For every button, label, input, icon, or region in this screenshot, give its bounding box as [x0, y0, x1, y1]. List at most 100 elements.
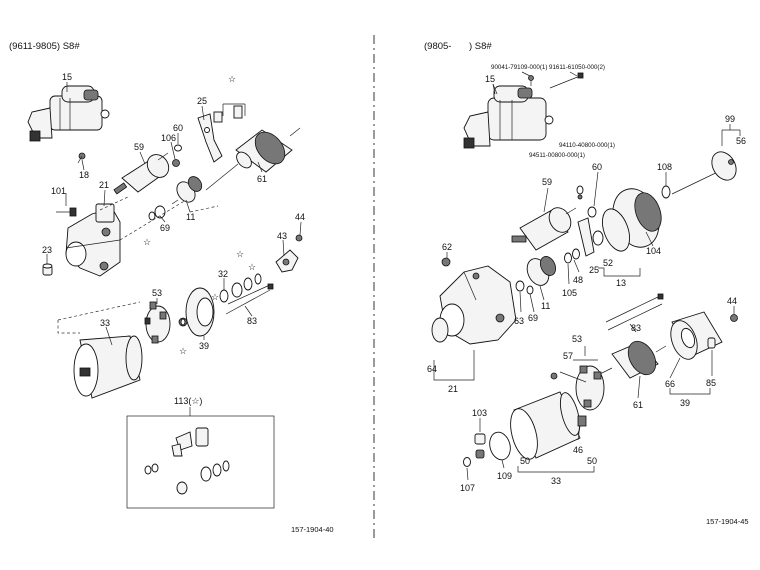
- label-44: 44: [295, 212, 305, 222]
- label-99: 99: [725, 114, 735, 124]
- screw-44: [295, 234, 303, 242]
- star-mark: ☆: [211, 292, 219, 302]
- label-32: 32: [218, 269, 228, 279]
- label-25: 25: [589, 265, 599, 275]
- part-number-4: 94511-00800-000(1): [529, 152, 585, 159]
- left-figure-code: 157-1904-40: [291, 525, 334, 534]
- right-header-end: ) S8#: [469, 41, 492, 52]
- label-64: 64: [427, 364, 437, 374]
- ring-63-69: [515, 280, 534, 295]
- long-bolt-upper: [549, 72, 584, 89]
- part-number-3: 94110-40800-000(1): [559, 142, 615, 149]
- screw-44: [730, 314, 738, 322]
- label-83: 83: [247, 316, 257, 326]
- label-63: 63: [514, 316, 524, 326]
- star-mark: ☆: [248, 262, 256, 272]
- brush-holder-53: [144, 301, 171, 344]
- label-60: 60: [173, 123, 183, 133]
- drive-housing-21: [65, 203, 121, 277]
- right-header-start: (9805-: [424, 41, 451, 52]
- label-59: 59: [542, 177, 552, 187]
- label-53: 53: [572, 334, 582, 344]
- label-106: 106: [161, 133, 176, 143]
- label-48: 48: [573, 275, 583, 285]
- part-number-2: 91611-61050-000(2): [549, 64, 605, 71]
- drive-housing-21: [431, 265, 517, 345]
- solenoid-59: [511, 207, 577, 251]
- label-46: 46: [573, 445, 583, 455]
- end-frame-39: [178, 287, 215, 337]
- label-50: 50: [587, 456, 597, 466]
- label-57: 57: [563, 351, 573, 361]
- label-15: 15: [62, 72, 72, 82]
- label-21: 21: [99, 180, 109, 190]
- label-109: 109: [497, 471, 512, 481]
- label-69: 69: [528, 313, 538, 323]
- bolt-18: [77, 152, 86, 164]
- label-39: 39: [680, 398, 690, 408]
- label-59: 59: [134, 142, 144, 152]
- gear-103: [474, 433, 486, 459]
- star-mark: ☆: [228, 74, 236, 84]
- nut-106: [172, 159, 180, 167]
- lever-25: [577, 217, 604, 257]
- label-50: 50: [520, 456, 530, 466]
- label-53: 53: [152, 288, 162, 298]
- shaft-99: [671, 151, 737, 195]
- washer-108: [661, 185, 671, 199]
- label-52: 52: [603, 258, 613, 268]
- washers-32: [219, 273, 262, 303]
- label-101: 101: [51, 186, 66, 196]
- label-39: 39: [199, 341, 209, 351]
- label-11: 11: [541, 301, 550, 311]
- part-number-1: 90041-79109-000(1): [491, 64, 547, 71]
- label-66: 66: [665, 379, 675, 389]
- label-33: 33: [100, 318, 110, 328]
- brush-holder-53: [550, 365, 605, 411]
- washers-48-105: [564, 248, 580, 264]
- washer-60: [576, 185, 597, 218]
- washer-107: [463, 457, 471, 467]
- yoke-33: [510, 391, 587, 460]
- bushing-23: [42, 263, 53, 276]
- left-panel: (9611-9805) S8#: [9, 41, 334, 534]
- starter-assembly-15: [463, 85, 554, 149]
- starter-assembly-15: [27, 85, 110, 142]
- housing-104: [601, 188, 662, 252]
- yoke-33: [73, 335, 143, 399]
- left-header: (9611-9805) S8#: [9, 41, 80, 52]
- label-43: 43: [277, 231, 287, 241]
- label-21: 21: [448, 384, 458, 394]
- through-bolts-83: [605, 293, 664, 331]
- label-11: 11: [186, 212, 195, 222]
- washer-60: [174, 144, 182, 152]
- right-figure-code: 157-1904-45: [706, 517, 749, 526]
- kit-label: 113(☆): [174, 396, 202, 406]
- label-15: 15: [485, 74, 495, 84]
- label-44: 44: [727, 296, 737, 306]
- clutch-11: [526, 256, 557, 286]
- label-23: 23: [42, 245, 52, 255]
- label-103: 103: [472, 408, 487, 418]
- label-25: 25: [197, 96, 207, 106]
- label-83: 83: [631, 323, 641, 333]
- label-69: 69: [160, 223, 170, 233]
- label-61: 61: [633, 400, 643, 410]
- star-mark: ☆: [179, 346, 187, 356]
- through-bolts-83: [225, 283, 274, 315]
- label-60: 60: [592, 162, 602, 172]
- label-62: 62: [442, 242, 452, 252]
- end-cap-43: [275, 249, 299, 273]
- armature-61: [205, 127, 301, 191]
- star-mark: ☆: [143, 237, 151, 247]
- label-61: 61: [257, 174, 267, 184]
- kit-box-113: [126, 415, 275, 509]
- label-33: 33: [551, 476, 561, 486]
- label-105: 105: [562, 288, 577, 298]
- right-panel: (9805- ) S8# 90041-79109-000(1) 91611-61…: [424, 41, 749, 526]
- screw-101: [56, 207, 77, 217]
- label-108: 108: [657, 162, 672, 172]
- label-13: 13: [616, 278, 626, 288]
- label-107: 107: [460, 483, 475, 493]
